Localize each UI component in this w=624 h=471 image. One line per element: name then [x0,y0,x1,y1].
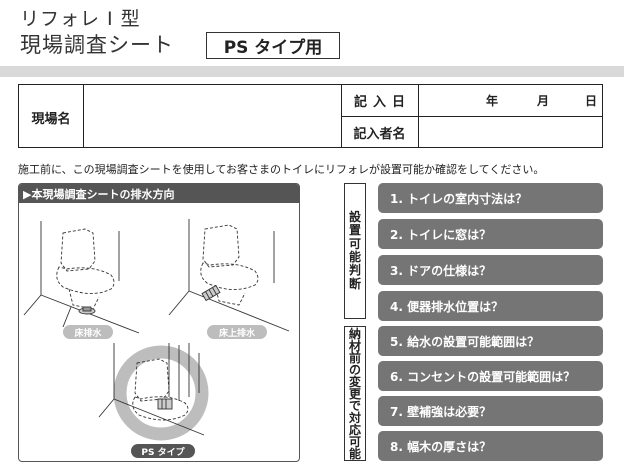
question-8: 8. 幅木の厚さは？ [378,431,603,461]
panel-title: ▶本現場調査シートの排水方向 [19,184,299,203]
table-divider [83,85,84,147]
floor-drain-toilet-icon [23,221,140,334]
info-table: 現場名 記入日 記入者名 年 月 日 [18,84,603,148]
vertical-char: 材 [348,338,361,353]
vertical-char: 変 [348,374,361,389]
intro-text: 施工前に、この現場調査シートを使用してお客さまのトイレにリフォレが設置可能か確認… [18,163,545,176]
question-7: 7. 壁補強は必要？ [378,396,603,426]
month-label: 月 [537,94,550,108]
vertical-char: 前 [348,350,361,365]
question-2: 2. トイレに窓は？ [378,219,603,249]
question-5: 5. 給水の設置可能範囲は？ [378,326,603,356]
header-divider-band [0,66,624,77]
vertical-char: 対 [348,410,361,425]
type-badge: PS タイプ用 [206,32,340,59]
change-before-delivery-label: 納 材 前 の 変 更 で 対 応 可 能 [344,326,366,461]
vertical-char: の [348,362,361,377]
question-4: 4. 便器排水位置は？ [378,291,603,321]
question-6: 6. コンセントの設置可能範囲は？ [378,361,603,391]
floor-drain-label: 床排水 [74,327,102,339]
vertical-char: 可 [348,236,361,251]
installable-label: 設 置 可 能 判 断 [344,183,366,319]
day-label: 日 [585,94,598,108]
title-line1: リフォレ I 型 [20,8,141,30]
drain-direction-panel: ▶本現場調査シートの排水方向 床排水 [18,183,300,462]
vertical-char: 可 [348,434,361,449]
question-3: 3. ドアの仕様は？ [378,255,603,285]
ps-type-toilet-icon [98,343,205,436]
vertical-char: 応 [348,422,361,437]
vertical-char: で [348,398,361,413]
floor-drain-badge [63,325,113,339]
vertical-char: 更 [348,386,361,401]
vertical-char: 能 [348,446,361,461]
ps-ring [113,345,209,441]
floor-upper-drain-badge [207,325,267,339]
question-1: 1. トイレの室内寸法は？ [378,183,603,213]
vertical-char: 断 [348,276,361,291]
date-label: 記入日 [353,95,411,110]
ps-type-label: PS タイプ [141,446,185,458]
writer-name-label: 記入者名 [353,127,406,142]
vertical-char: 置 [348,223,361,238]
vertical-char: 能 [348,250,361,264]
site-name-label: 現場名 [31,111,71,127]
ps-type-badge [131,444,195,458]
year-label: 年 [486,94,499,108]
table-divider [341,116,602,117]
toilet-illustrations: 床排水 床上排水 [23,219,290,458]
title-line2: 現場調査シート [20,33,174,57]
floor-upper-drain-label: 床上排水 [219,327,256,339]
vertical-char: 設 [348,209,361,224]
vertical-char: 納 [348,326,361,341]
vertical-char: 判 [348,263,361,278]
floor-upper-drain-toilet-icon [168,219,290,332]
